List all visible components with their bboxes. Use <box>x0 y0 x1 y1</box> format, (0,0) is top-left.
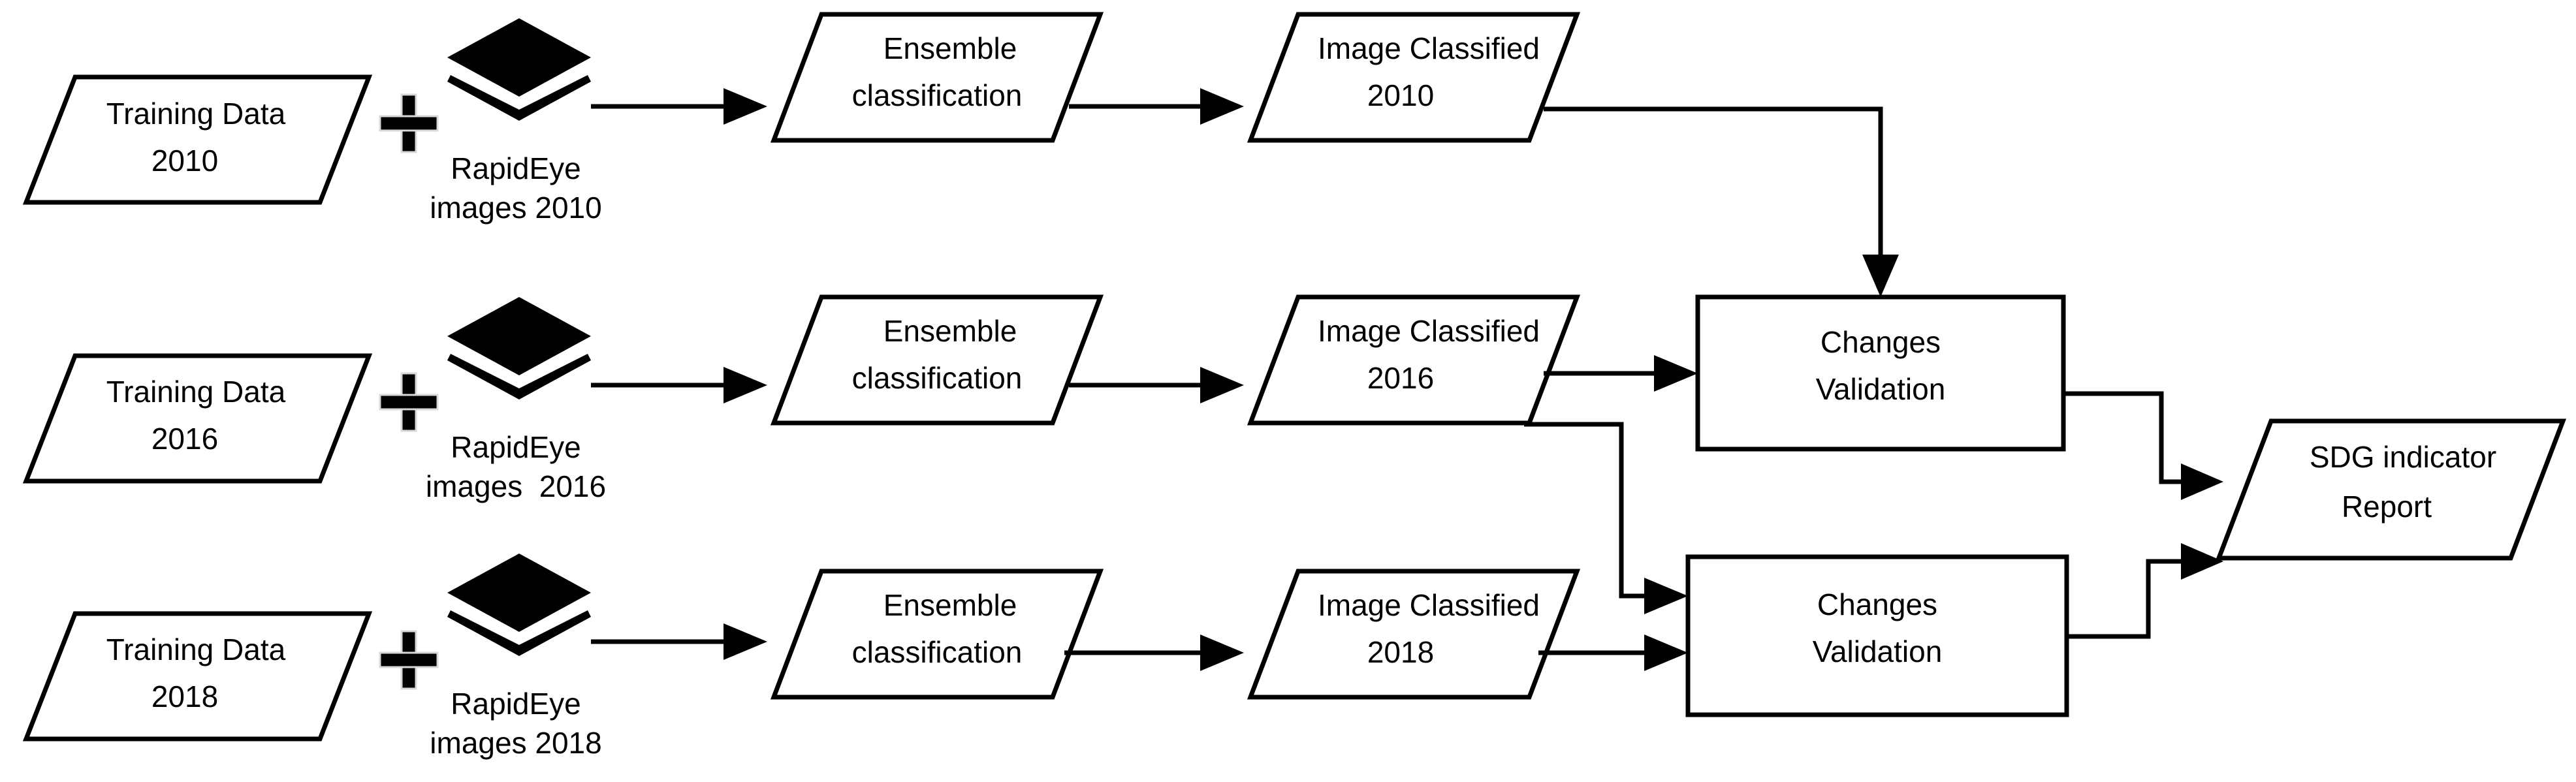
rectangle-shape <box>1695 294 2066 452</box>
sdg-indicator-report-node[interactable]: SDG indicator Report <box>2215 418 2567 561</box>
rapideye-2016-caption-line1: RapidEye <box>451 430 580 464</box>
layers-icon-2010 <box>447 18 591 121</box>
rapideye-2016-caption-line2: images 2016 <box>426 469 606 503</box>
changes-validation-lower-node[interactable]: Changes Validation <box>1685 554 2069 717</box>
parallelogram-shape <box>2215 418 2567 561</box>
edge-rapideye-2010-to-ensemble-2010 <box>591 88 767 125</box>
changes-validation-upper-node[interactable]: Changes Validation <box>1695 294 2066 452</box>
ensemble-classification-2018-node[interactable]: Ensemble classification <box>770 569 1104 700</box>
ensemble-2010-label-line2: classification <box>852 78 1023 112</box>
edge-ensemble-2018-to-classified-2018 <box>1064 634 1244 671</box>
plus-icon-2018 <box>379 630 439 690</box>
changes-validation-lower-label-line1: Changes <box>1817 587 1937 621</box>
edge-rapideye-2018-to-ensemble-2018 <box>591 623 767 660</box>
edge-ensemble-2010-to-classified-2010 <box>1069 88 1244 125</box>
changes-validation-upper-label-line2: Validation <box>1816 372 1946 406</box>
edge-classified-2016-to-validation-upper <box>1544 355 1698 392</box>
classified-2018-label-line1: Image Classified <box>1318 588 1540 622</box>
image-classified-2018-node[interactable]: Image Classified 2018 <box>1247 569 1581 700</box>
edge-classified-2016-to-validation-lower <box>1524 422 1688 614</box>
edge-classified-2010-to-validation-upper <box>1544 106 1899 297</box>
ensemble-2016-label-line2: classification <box>852 361 1023 395</box>
parallelogram-shape <box>22 611 373 742</box>
parallelogram-shape <box>22 353 373 484</box>
training-data-2016-node[interactable]: Training Data 2016 <box>22 353 373 484</box>
classified-2010-label-line2: 2010 <box>1367 78 1434 112</box>
edge-ensemble-2016-to-classified-2016 <box>1069 367 1244 403</box>
parallelogram-shape <box>770 569 1104 700</box>
ensemble-2018-label-line1: Ensemble <box>883 588 1017 622</box>
rectangle-shape <box>1685 554 2069 717</box>
changes-validation-upper-label-line1: Changes <box>1821 325 1941 359</box>
classified-2010-label-line1: Image Classified <box>1318 31 1540 65</box>
rapideye-2018-caption-line2: images 2018 <box>430 726 601 760</box>
training-data-2010-label-line1: Training Data <box>106 97 286 131</box>
parallelogram-shape <box>1247 569 1581 700</box>
layers-icon-2016 <box>447 297 591 399</box>
training-data-2016-label-line1: Training Data <box>106 375 286 409</box>
ensemble-2018-label-line2: classification <box>852 635 1023 669</box>
training-data-2018-label-line2: 2018 <box>151 680 218 713</box>
image-classified-2010-node[interactable]: Image Classified 2010 <box>1247 12 1581 143</box>
ensemble-classification-2010-node[interactable]: Ensemble classification <box>770 12 1104 143</box>
classified-2016-label-line2: 2016 <box>1367 361 1434 395</box>
training-data-2010-node[interactable]: Training Data 2010 <box>22 74 373 205</box>
image-classified-2016-node[interactable]: Image Classified 2016 <box>1247 294 1581 426</box>
classified-2016-label-line1: Image Classified <box>1318 314 1540 348</box>
classified-2018-label-line2: 2018 <box>1367 635 1434 669</box>
edge-validation-upper-to-report <box>2063 391 2223 500</box>
ensemble-2016-label-line1: Ensemble <box>883 314 1017 348</box>
rapideye-2018-caption-line1: RapidEye <box>451 687 580 721</box>
sdg-report-label-line2: Report <box>2342 490 2432 524</box>
edge-rapideye-2016-to-ensemble-2016 <box>591 367 767 403</box>
parallelogram-shape <box>770 294 1104 426</box>
edge-classified-2018-to-validation-lower <box>1538 634 1688 671</box>
ensemble-classification-2016-node[interactable]: Ensemble classification <box>770 294 1104 426</box>
parallelogram-shape <box>22 74 373 205</box>
training-data-2018-node[interactable]: Training Data 2018 <box>22 611 373 742</box>
rapideye-2010-caption-line2: images 2010 <box>430 191 601 225</box>
parallelogram-shape <box>1247 12 1581 143</box>
training-data-2016-label-line2: 2016 <box>151 422 218 456</box>
training-data-2018-label-line1: Training Data <box>106 633 286 666</box>
rapideye-2010-caption-line1: RapidEye <box>451 151 580 185</box>
edge-validation-lower-to-report <box>2067 543 2223 639</box>
changes-validation-lower-label-line2: Validation <box>1813 634 1943 668</box>
sdg-report-label-line1: SDG indicator <box>2310 440 2496 474</box>
plus-icon-2010 <box>379 93 439 153</box>
parallelogram-shape <box>770 12 1104 143</box>
ensemble-2010-label-line1: Ensemble <box>883 31 1017 65</box>
training-data-2010-label-line2: 2010 <box>151 144 218 178</box>
plus-icon-2016 <box>379 372 439 432</box>
layers-icon-2018 <box>447 554 591 656</box>
